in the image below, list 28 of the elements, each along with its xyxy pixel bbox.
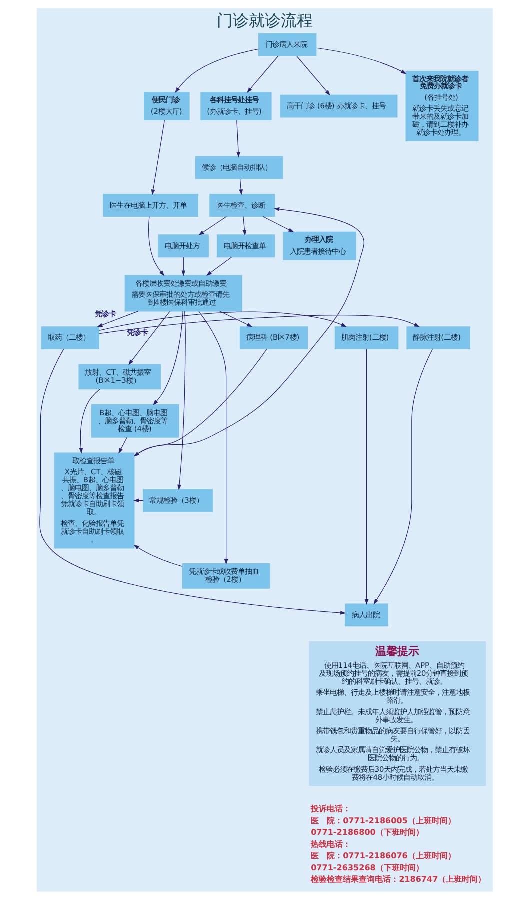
- arrow: [364, 348, 369, 605]
- arrow: [151, 120, 166, 196]
- arrow: [97, 311, 139, 328]
- arrow: [175, 48, 260, 93]
- arrow: [148, 216, 165, 276]
- arrow: [316, 48, 407, 74]
- arrow: [220, 311, 253, 328]
- diagram-title: 门诊就诊流程: [217, 11, 314, 30]
- arrow: [239, 178, 244, 196]
- arrow: [99, 314, 420, 334]
- arrow: [242, 216, 247, 236]
- arrow: [236, 120, 240, 158]
- arrow: [182, 257, 186, 276]
- arrow: [128, 311, 170, 366]
- arrow: [40, 349, 346, 615]
- arrow: [118, 437, 128, 454]
- arrow: [134, 544, 183, 567]
- arrow: [198, 216, 227, 236]
- arrow: [206, 257, 232, 276]
- arrow: [153, 311, 184, 406]
- arrow: [247, 56, 279, 93]
- arrow: [296, 56, 330, 96]
- arrow: [178, 311, 186, 490]
- arrow: [98, 312, 347, 331]
- arrow: [374, 348, 434, 605]
- arrow: [79, 389, 100, 454]
- arrow: [262, 216, 294, 233]
- arrow: [198, 311, 228, 565]
